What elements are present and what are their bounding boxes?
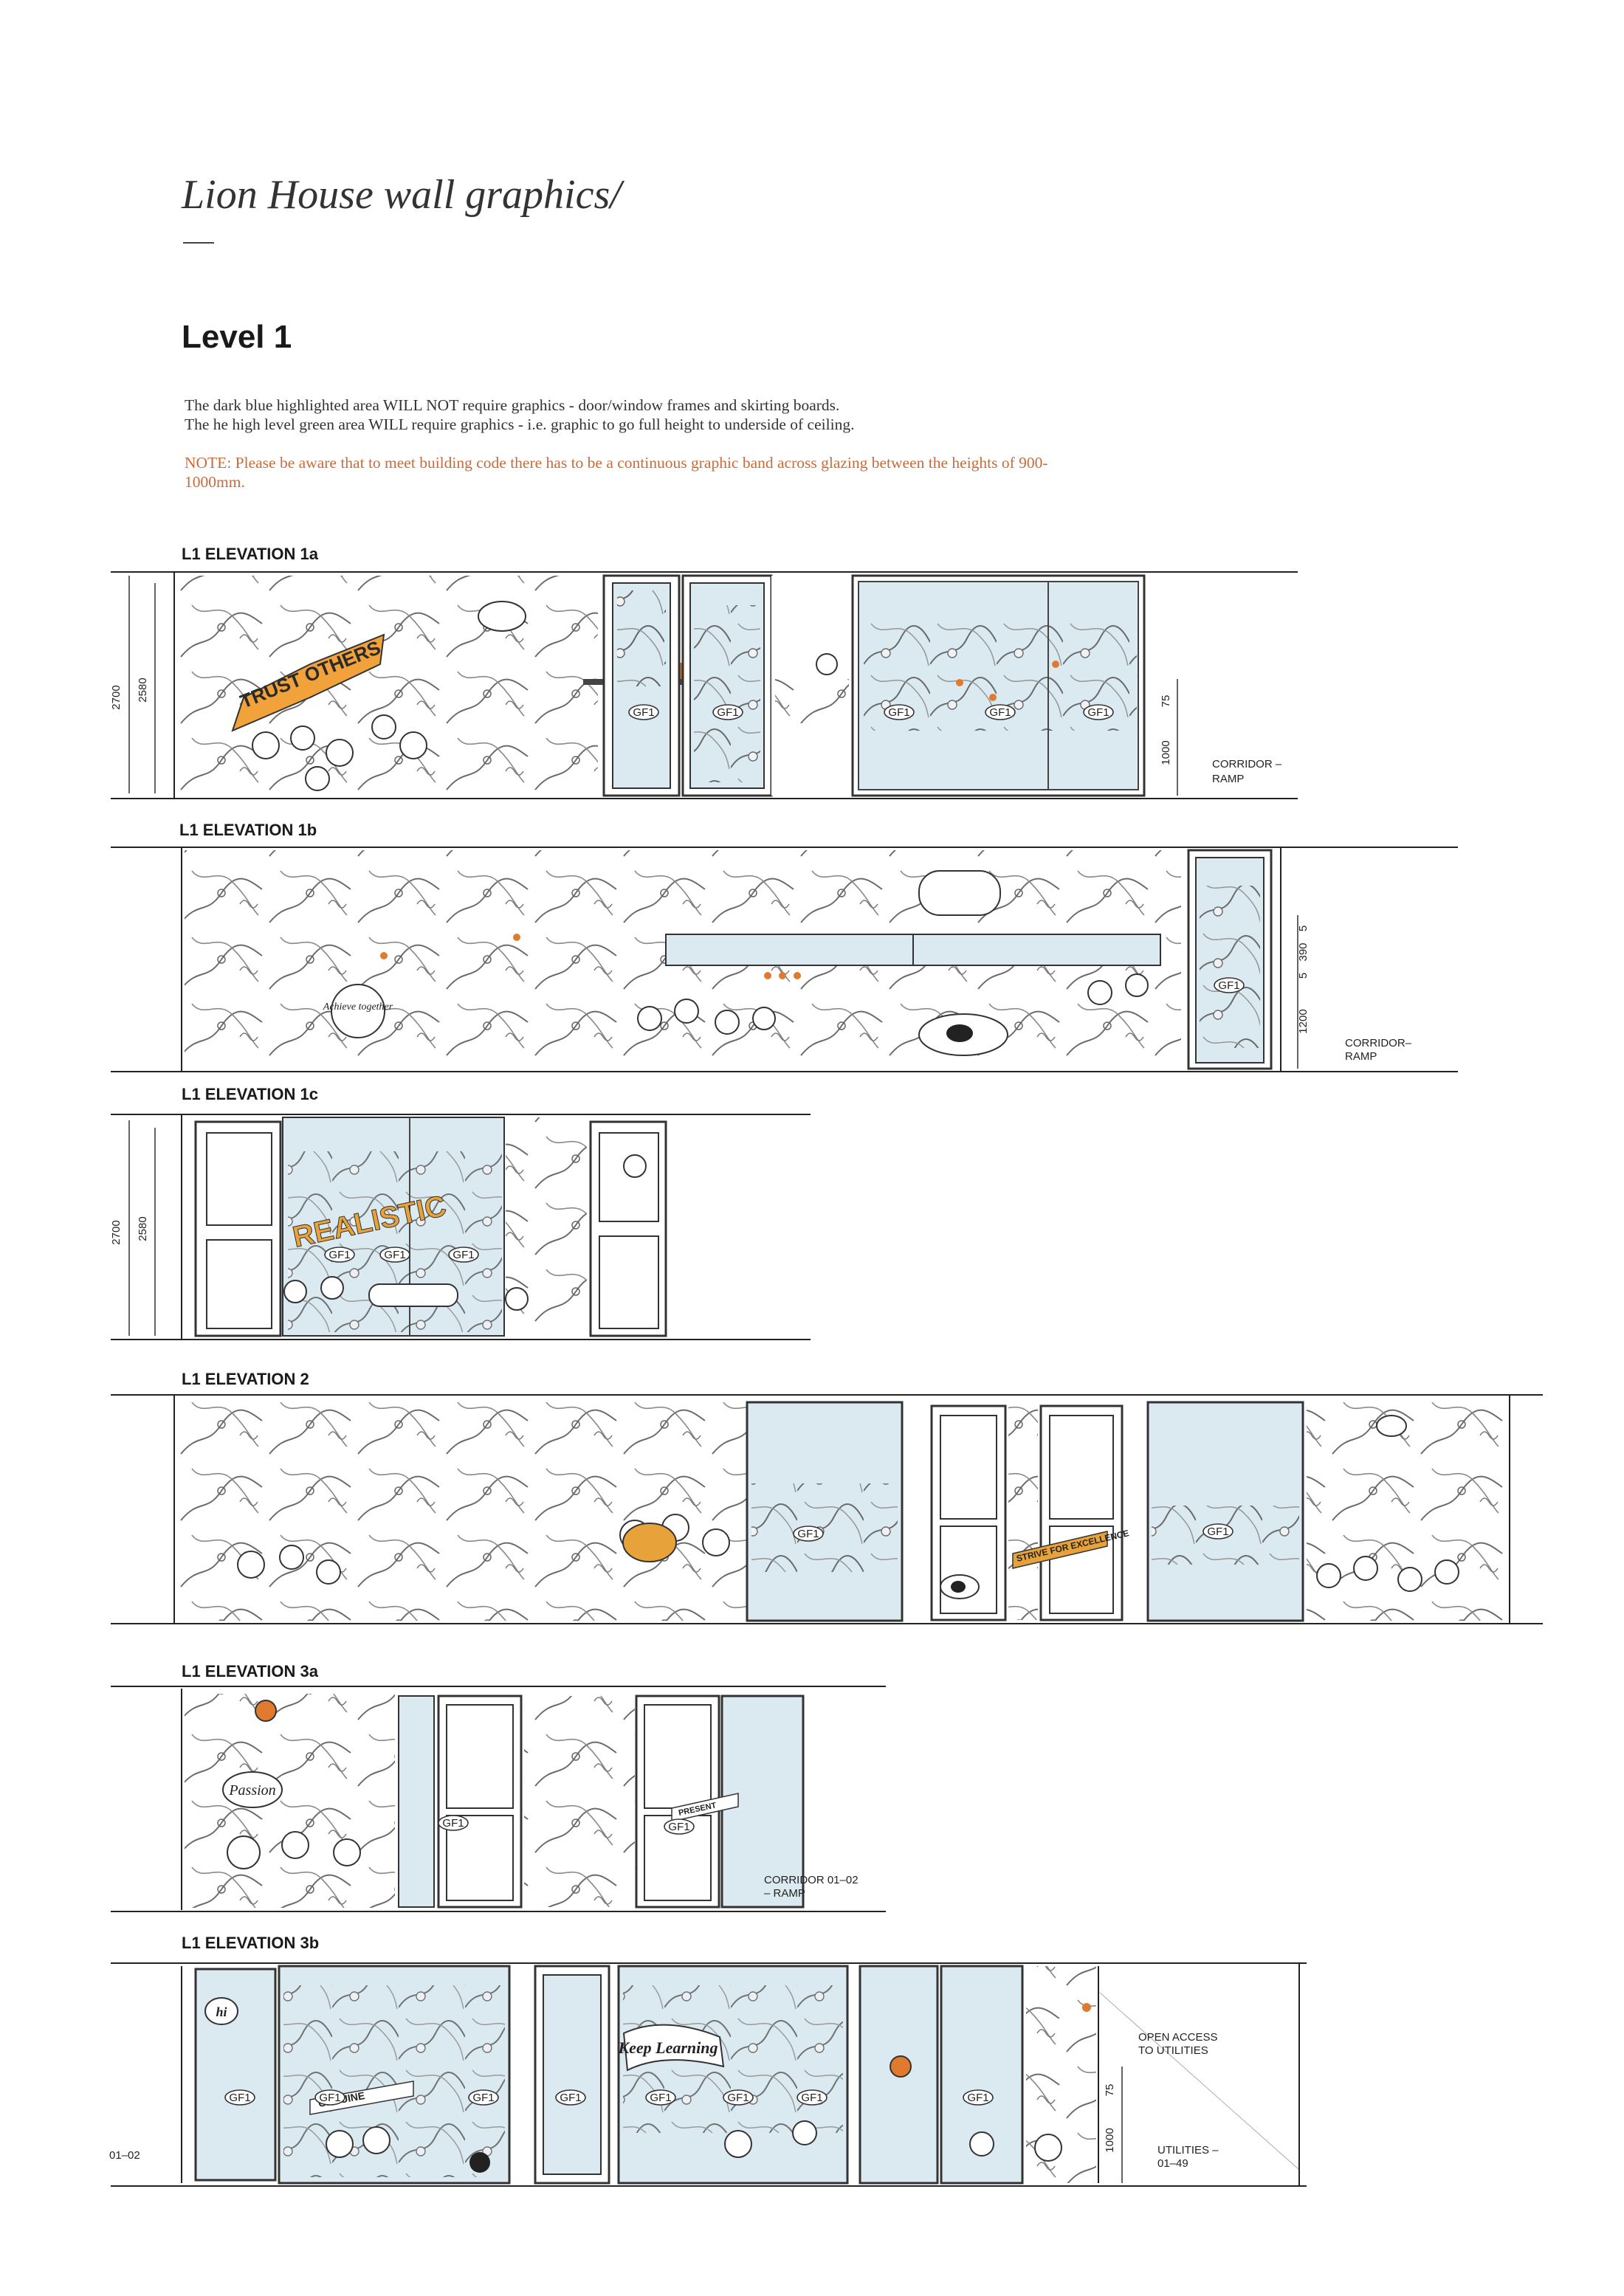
elevation-2-drawing: GF1 STRIVE FOR EXCELLENCE GF1: [111, 1394, 1543, 1624]
svg-text:GF1: GF1: [1207, 1526, 1228, 1538]
intro-text: The dark blue highlighted area WILL NOT …: [185, 396, 1218, 434]
elevation-3b-drawing: 01–02 hi GENUINE Keep Learning GF1 GF1 G…: [109, 1962, 1307, 2187]
elevation-1c-label: L1 ELEVATION 1c: [182, 1085, 319, 1103]
svg-text:1000: 1000: [1104, 2128, 1116, 2152]
gf1-tags-1a: GF1 GF1 GF1 GF1 GF1: [628, 704, 1114, 720]
svg-text:TO UTILITIES: TO UTILITIES: [1138, 2044, 1208, 2057]
svg-text:390: 390: [1297, 942, 1310, 961]
svg-text:GF1: GF1: [560, 2092, 581, 2104]
svg-text:GF1: GF1: [717, 706, 738, 719]
svg-text:2580: 2580: [137, 1216, 149, 1241]
svg-text:– RAMP: – RAMP: [764, 1887, 805, 1900]
svg-text:01–02: 01–02: [109, 2149, 140, 2162]
svg-text:CORRIDOR 01–02: CORRIDOR 01–02: [764, 1874, 859, 1886]
svg-text:GF1: GF1: [472, 2092, 494, 2104]
svg-text:OPEN ACCESS: OPEN ACCESS: [1138, 2031, 1218, 2044]
title-divider: [183, 242, 214, 244]
svg-text:GF1: GF1: [727, 2092, 749, 2104]
svg-text:75: 75: [1104, 2084, 1116, 2097]
svg-text:5: 5: [1297, 925, 1310, 931]
intro-line-2: The he high level green area WILL requir…: [185, 416, 855, 433]
svg-text:GF1: GF1: [328, 1249, 350, 1261]
svg-text:GF1: GF1: [1218, 979, 1239, 992]
gf1-tags-1c: GF1 GF1 GF1: [324, 1247, 479, 1263]
svg-text:GF1: GF1: [319, 2092, 340, 2104]
svg-text:GF1: GF1: [442, 1817, 464, 1830]
elevation-1b-drawing: Achieve together GF1 5 390 5 1200 CORRID…: [111, 847, 1458, 1072]
svg-text:Achieve together: Achieve together: [323, 1002, 393, 1013]
svg-text:GF1: GF1: [989, 706, 1011, 719]
page-title: Lion House wall graphics/: [182, 172, 622, 218]
svg-text:GF1: GF1: [967, 2092, 988, 2104]
svg-text:1200: 1200: [1297, 1009, 1310, 1033]
building-code-note: NOTE: Please be aware that to meet build…: [185, 454, 1048, 491]
svg-text:5: 5: [1297, 973, 1310, 979]
svg-text:GF1: GF1: [633, 706, 654, 719]
svg-text:2700: 2700: [110, 1220, 123, 1244]
level-heading: Level 1: [182, 319, 292, 355]
svg-text:2580: 2580: [137, 678, 149, 702]
keep-learning-banner: Keep Learning: [617, 2038, 718, 2057]
svg-text:GF1: GF1: [668, 1821, 689, 1833]
svg-text:75: 75: [1160, 695, 1172, 708]
trust-banner-shape: [231, 633, 385, 732]
svg-text:GF1: GF1: [797, 1528, 819, 1540]
svg-text:CORRIDOR–: CORRIDOR–: [1345, 1037, 1412, 1049]
svg-text:RAMP: RAMP: [1345, 1050, 1377, 1063]
elevation-1a-label: L1 ELEVATION 1a: [182, 545, 319, 563]
svg-text:1000: 1000: [1160, 740, 1172, 765]
elevation-3a-drawing: Passion PRESENT GF1 GF1 CORRIDOR 01–02 –…: [111, 1686, 886, 1912]
svg-text:GF1: GF1: [801, 2092, 822, 2104]
elevation-1a-drawing: TRUST OTHERS GF1 GF1: [110, 571, 1298, 799]
elevation-3a-label: L1 ELEVATION 3a: [182, 1662, 319, 1680]
elevation-1b-label: L1 ELEVATION 1b: [179, 821, 317, 839]
svg-text:GF1: GF1: [650, 2092, 671, 2104]
svg-text:hi: hi: [216, 2004, 227, 2019]
svg-text:GF1: GF1: [229, 2092, 250, 2104]
svg-text:GF1: GF1: [1087, 706, 1109, 719]
svg-text:GF1: GF1: [888, 706, 909, 719]
svg-text:RAMP: RAMP: [1212, 773, 1244, 785]
svg-text:UTILITIES –: UTILITIES –: [1157, 2144, 1219, 2157]
svg-text:01–49: 01–49: [1157, 2157, 1188, 2170]
svg-text:CORRIDOR –: CORRIDOR –: [1212, 758, 1282, 770]
intro-line-1: The dark blue highlighted area WILL NOT …: [185, 396, 840, 414]
elevation-3b-label: L1 ELEVATION 3b: [182, 1934, 320, 1952]
elevation-1c-drawing: REALISTIC GF1 GF1 GF1 2700 2580: [110, 1114, 811, 1340]
svg-text:GF1: GF1: [384, 1249, 405, 1261]
elevation-2-label: L1 ELEVATION 2: [182, 1370, 309, 1388]
svg-text:2700: 2700: [110, 685, 123, 709]
svg-text:GF1: GF1: [453, 1249, 474, 1261]
gf1-tags-3b: GF1 GF1 GF1 GF1 GF1 GF1 GF1 GF1: [224, 2089, 994, 2106]
svg-text:Passion: Passion: [228, 1782, 275, 1799]
